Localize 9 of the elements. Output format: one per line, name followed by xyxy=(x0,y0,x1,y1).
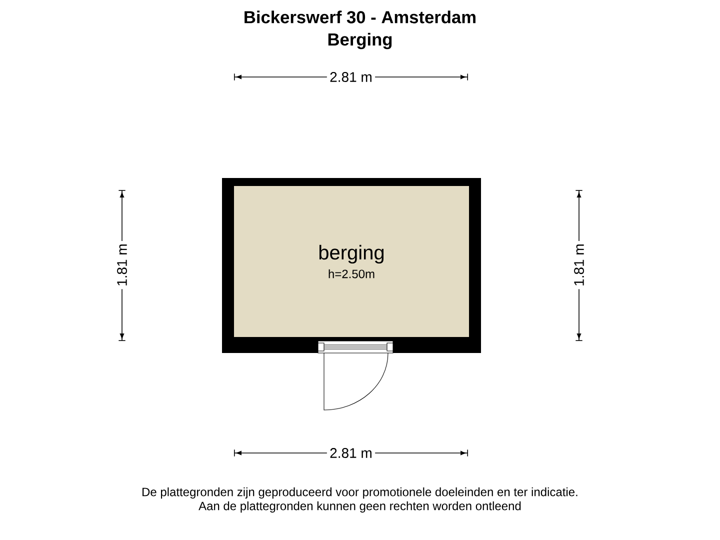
subtitle: Berging xyxy=(328,32,392,50)
dimension-label: 2.81 m xyxy=(326,69,376,85)
dimension-label: 1.81 m xyxy=(571,240,587,290)
room-box: berging h=2.50m xyxy=(234,186,469,337)
title: Bickerswerf 30 - Amsterdam xyxy=(244,10,476,24)
disclaimer-text: Aan de plattegronden kunnen geen rechten worden ontleend xyxy=(198,501,521,513)
disclaimer-text: De plattegronden zijn geproduceerd voor promotionele doeleinden en ter indicatie. xyxy=(142,487,578,499)
dimension-label: 1.81 m xyxy=(114,240,130,290)
dimension-label: 2.81 m xyxy=(326,445,376,461)
